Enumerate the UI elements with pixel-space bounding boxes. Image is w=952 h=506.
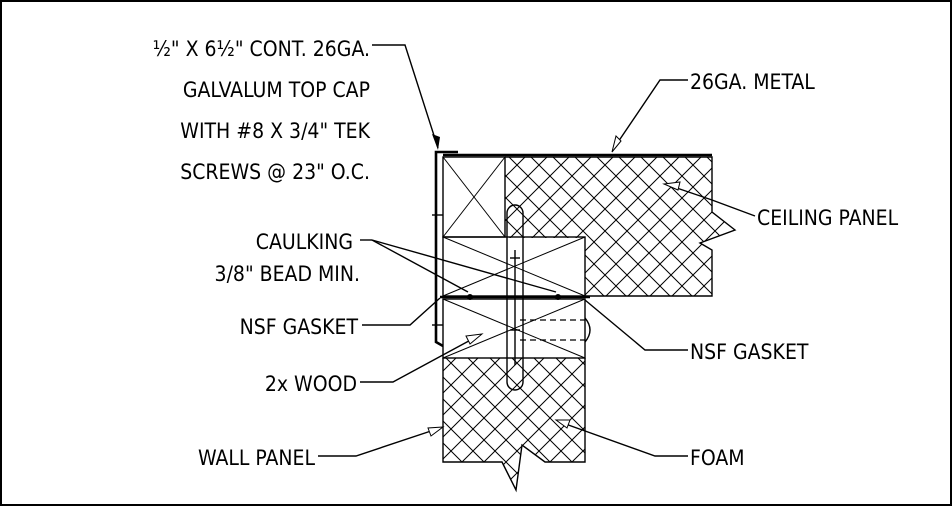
leaders [318,44,756,457]
top-cap-line-2: GALVALUM TOP CAP [183,78,370,102]
label-caulking-2: 3/8" BEAD MIN. [215,262,360,286]
top-cap-line-3: WITH #8 X 3/4" TEK [180,119,370,143]
label-caulking-1: CAULKING [256,230,353,254]
galvalum-top-cap [432,150,458,348]
lower-2x-wood [442,298,591,359]
top-wood-block [442,156,506,238]
label-metal: 26GA. METAL [690,70,815,94]
label-2x-wood: 2x WOOD [265,372,357,396]
top-cap-line-1: ½" X 6½" CONT. 26GA. [153,37,370,61]
label-wall-panel: WALL PANEL [198,446,316,470]
fastener-slot [506,204,524,391]
label-nsf-gasket-left: NSF GASKET [240,315,359,339]
label-foam: FOAM [690,446,745,470]
ceiling-panel-shape [443,153,737,297]
label-top-cap: ½" X 6½" CONT. 26GA. GALVALUM TOP CAP WI… [153,37,371,184]
label-ceiling-panel: CEILING PANEL [757,206,899,230]
label-nsf-gasket-right: NSF GASKET [690,340,809,364]
top-cap-line-4: SCREWS @ 23" O.C. [180,160,370,184]
